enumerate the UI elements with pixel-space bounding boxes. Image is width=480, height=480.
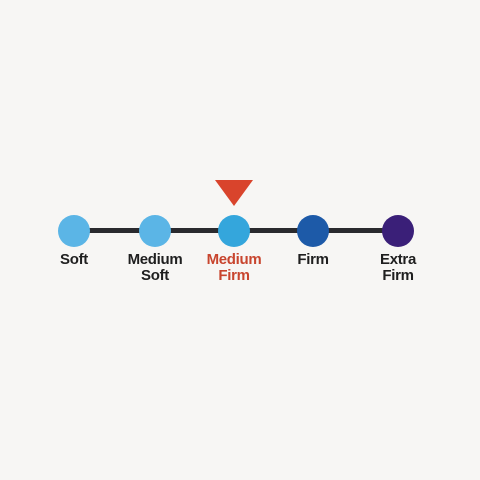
level-dot-2 (139, 215, 171, 247)
level-label-3: Medium Firm (206, 251, 262, 284)
level-dot-1 (58, 215, 90, 247)
level-label-5: Extra Firm (379, 251, 417, 284)
selected-marker-icon (215, 180, 253, 206)
level-label-4: Firm (297, 251, 329, 268)
level-dot-4 (297, 215, 329, 247)
level-label-2: Medium Soft (127, 251, 183, 284)
level-label-1: Soft (60, 251, 88, 268)
level-dot-5 (382, 215, 414, 247)
level-dot-3 (218, 215, 250, 247)
